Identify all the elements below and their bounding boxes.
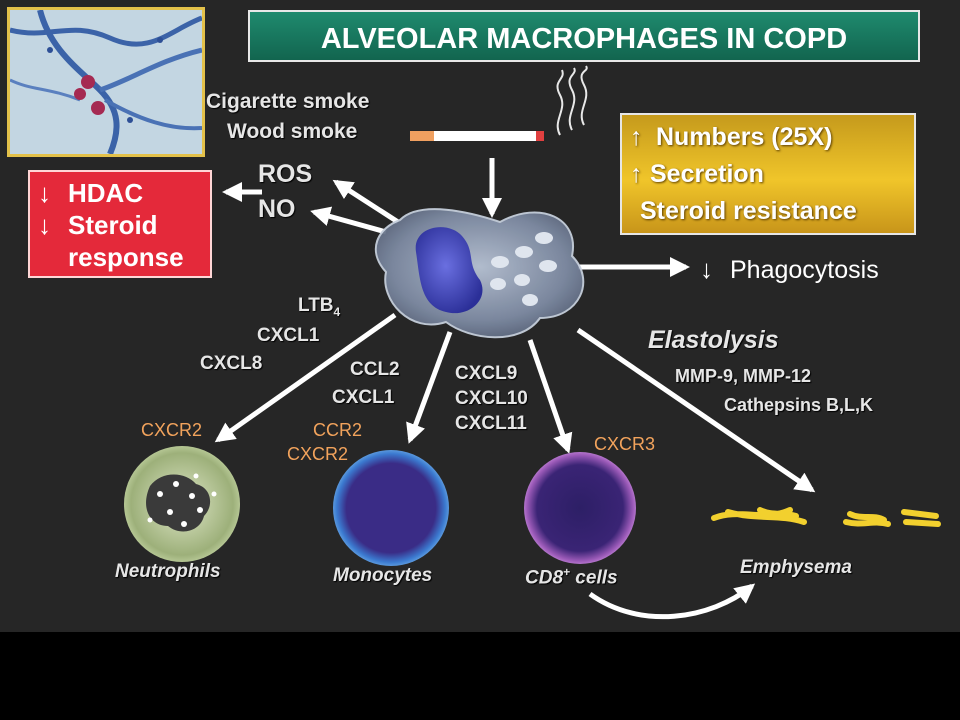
macrophage-cell <box>374 208 585 339</box>
secretion-label: Secretion <box>650 160 764 188</box>
letterbox-bar <box>0 632 960 720</box>
arrow-to-neutrophils <box>214 312 397 443</box>
ccl2-label: CCL2 <box>350 359 400 380</box>
wood-smoke-label: Wood smoke <box>227 120 358 143</box>
emphysema-fibers <box>711 507 941 527</box>
ros-label: ROS <box>258 160 313 188</box>
neutrophil-cell <box>124 446 240 562</box>
title-banner: ALVEOLAR MACROPHAGES IN COPD <box>248 10 920 62</box>
cxcl9-label: CXCL9 <box>455 363 518 384</box>
response-label: response <box>68 242 184 272</box>
arrow-to-cd8 <box>527 339 573 454</box>
cxcr2-neutrophil-label: CXCR2 <box>141 420 203 440</box>
arrow-cd8-to-emphysema <box>588 583 756 620</box>
smoke-icon <box>556 65 588 136</box>
cd8-cell <box>524 452 636 564</box>
elastolysis-title: Elastolysis <box>648 326 779 354</box>
cxcl10-label: CXCL10 <box>455 388 528 409</box>
cxcr2-monocyte-label: CXCR2 <box>287 444 349 464</box>
hdac-box: ↓ HDAC ↓ Steroid response <box>28 170 212 278</box>
secretion-arrow: ↑ <box>630 160 643 188</box>
cxcl8-label: CXCL8 <box>200 353 263 374</box>
slide-title: ALVEOLAR MACROPHAGES IN COPD <box>320 23 848 55</box>
ltb4-label: LTB4 <box>298 295 341 319</box>
cxcr3-label: CXCR3 <box>594 434 656 454</box>
mmp-label: MMP-9, MMP-12 <box>675 366 812 386</box>
arrow-to-emphysema <box>576 327 816 493</box>
numbers-box: ↑ Numbers (25X) ↑ Secretion Steroid resi… <box>620 113 916 235</box>
cxcl11-label: CXCL11 <box>455 413 527 434</box>
cxcl1-neutrophil-label: CXCL1 <box>257 325 320 346</box>
cigarette-smoke-label: Cigarette smoke <box>206 90 370 113</box>
slide: ALVEOLAR MACROPHAGES IN COPD <box>0 0 960 632</box>
cxcl1-monocyte-label: CXCL1 <box>332 387 395 408</box>
numbers-label: Numbers (25X) <box>656 123 833 151</box>
monocyte-cell <box>333 450 449 566</box>
emphysema-label: Emphysema <box>740 557 852 578</box>
numbers-arrow: ↑ <box>630 123 643 151</box>
cd8-cells-label: CD8+ cells <box>525 565 618 589</box>
steroid-resistance-label: Steroid resistance <box>640 197 857 225</box>
steroid-arrow: ↓ <box>38 210 51 240</box>
hdac-arrow: ↓ <box>38 178 51 208</box>
neutrophils-label: Neutrophils <box>115 561 221 582</box>
diagram-graphics <box>124 65 941 620</box>
arrow-to-no <box>310 206 387 235</box>
ccr2-label: CCR2 <box>313 420 363 440</box>
micrograph-image <box>7 7 205 157</box>
arrow-to-monocytes <box>406 331 453 444</box>
steroid-label: Steroid <box>68 210 158 240</box>
no-label: NO <box>258 195 296 223</box>
arrow-to-ros <box>332 179 400 225</box>
phagocytosis-arrow: ↓ <box>700 254 713 284</box>
monocytes-label: Monocytes <box>333 565 433 586</box>
micrograph-drawing <box>10 10 202 154</box>
hdac-label: HDAC <box>68 178 144 208</box>
phagocytosis-label: Phagocytosis <box>730 256 879 284</box>
cathepsins-label: Cathepsins B,L,K <box>724 395 874 415</box>
cigarette-icon <box>410 131 544 141</box>
